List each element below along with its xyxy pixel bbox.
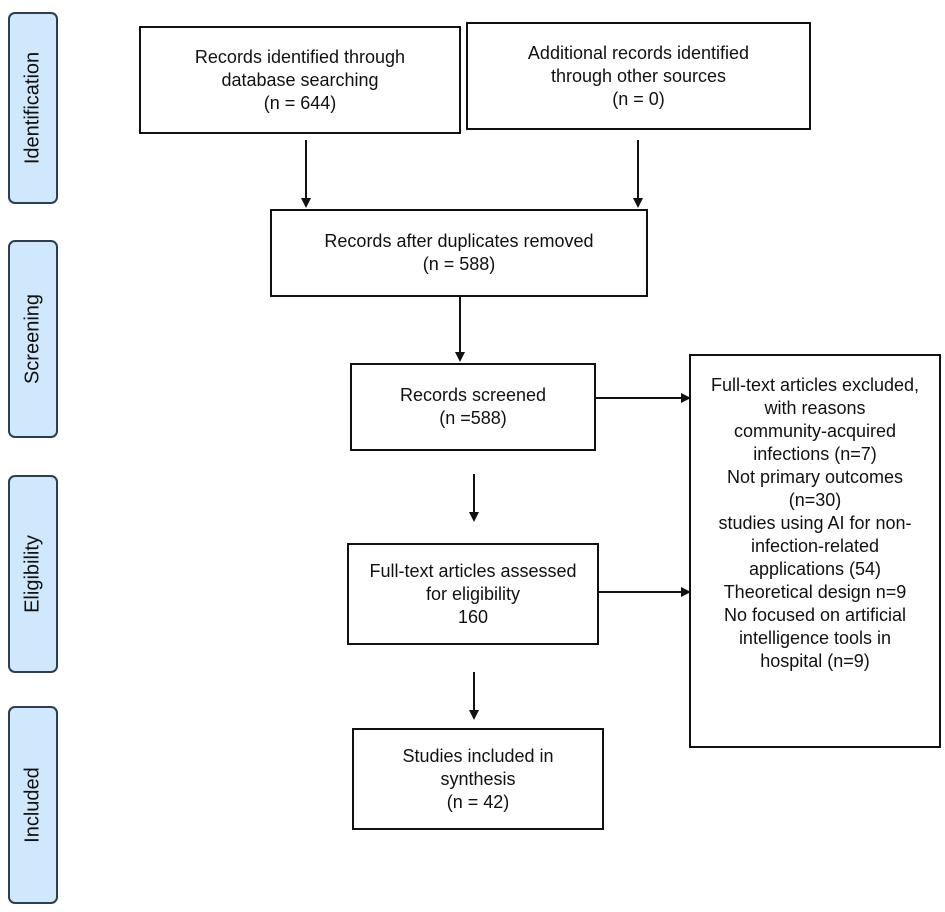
box-other-sources: Additional records identified through ot… [466, 22, 811, 130]
box-database-records: Records identified through database sear… [139, 26, 461, 134]
text-line: (n = 644) [263, 92, 337, 113]
text-line: hospital (n=9) [760, 651, 870, 671]
box-studies-included: Studies included in synthesis (n = 42) [352, 728, 604, 830]
stage-included: Included [8, 706, 58, 904]
text-line: Full-text articles excluded, [710, 375, 920, 395]
box-after-duplicates: Records after duplicates removed (n = 58… [270, 209, 648, 297]
text-line: Records identified through [194, 46, 406, 67]
box-full-text-assessed: Full-text articles assessed for eligibil… [347, 543, 599, 645]
text-line: database searching [221, 69, 379, 90]
text-line: Additional records identified [527, 42, 750, 63]
text-line: Records after duplicates removed [324, 231, 594, 251]
text-line: studies using AI for non- [718, 513, 912, 533]
text-line: synthesis [440, 768, 516, 789]
text-line: Theoretical design n=9 [723, 582, 907, 602]
text-line: Not primary outcomes [726, 467, 904, 487]
text-line: Studies included in [402, 745, 554, 766]
text-line: intelligence tools in [738, 628, 892, 648]
text-line: (n = 588) [422, 254, 496, 274]
text-line: with reasons [764, 398, 866, 418]
box-records-screened: Records screened (n =588) [350, 363, 596, 451]
text-line: (n = 0) [612, 88, 665, 109]
text-line: community-acquired [733, 421, 897, 441]
text-line: 160 [457, 606, 489, 627]
text-line: applications (54) [748, 559, 882, 579]
text-line: (n = 42) [446, 791, 510, 812]
text-line: infection-related [750, 536, 880, 556]
stage-identification: Identification [8, 12, 58, 204]
stage-screening: Screening [8, 240, 58, 438]
text-line: infections (n=7) [753, 444, 877, 464]
text-line: through other sources [550, 65, 727, 86]
box-excluded-articles: Full-text articles excluded, with reason… [689, 354, 941, 748]
text-line: (n =588) [439, 408, 507, 428]
text-line: Records screened [399, 385, 547, 405]
text-line: for eligibility [425, 583, 521, 604]
text-line: No focused on artificial [723, 605, 907, 625]
text-line: Full-text articles assessed [369, 560, 577, 581]
stage-eligibility: Eligibility [8, 475, 58, 673]
text-line: (n=30) [788, 490, 842, 510]
